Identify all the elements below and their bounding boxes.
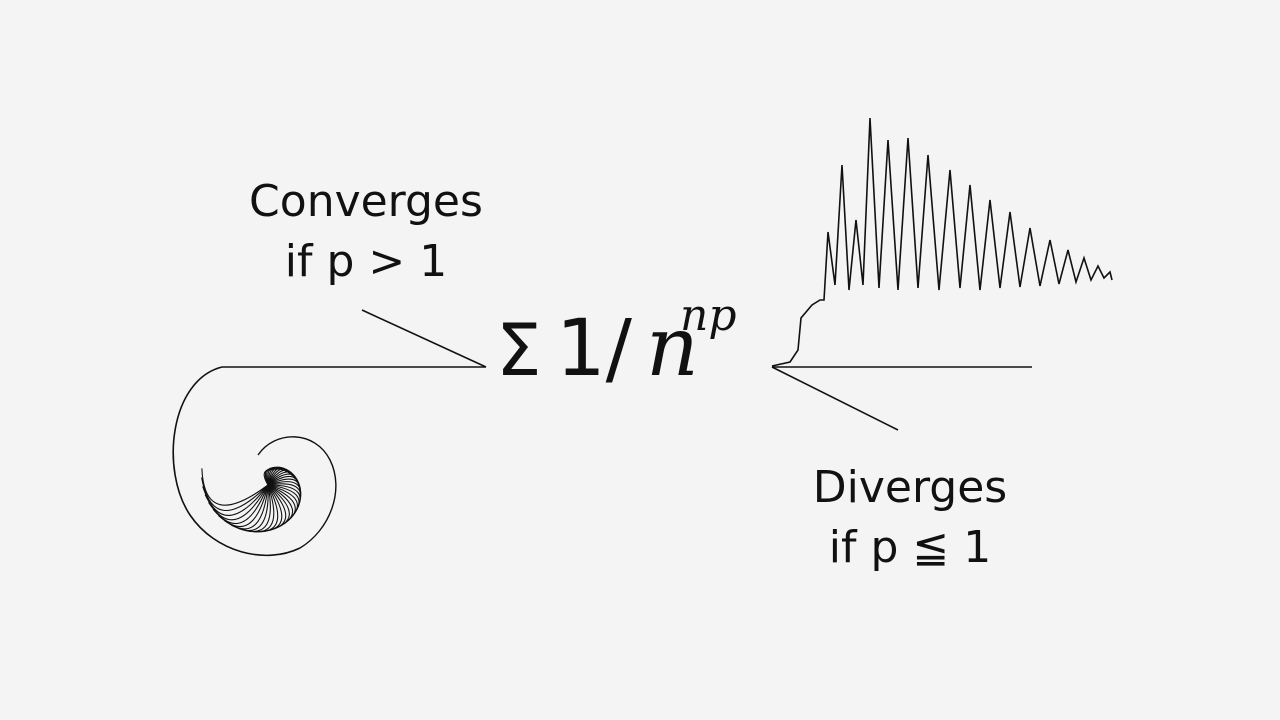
spiral-arc — [201, 468, 269, 506]
converges-label: Converges — [249, 176, 483, 227]
diverges-pointer-line — [771, 366, 899, 431]
formula-sigma: Σ — [496, 308, 542, 392]
spiral-arc — [267, 467, 294, 486]
diverges-caption: Diverges if p ≦ 1 — [760, 458, 1060, 578]
oscillating-wave-icon — [771, 117, 1113, 367]
formula-exponent: np — [680, 290, 737, 341]
converges-pointer-line — [361, 309, 487, 368]
formula-variable: n — [646, 300, 699, 395]
spiral-icon — [201, 436, 337, 549]
spiral-arc — [201, 477, 269, 512]
spiral-outer-arc — [257, 436, 337, 549]
diverges-condition: if p ≦ 1 — [828, 522, 992, 573]
converges-condition: if p > 1 — [284, 236, 448, 287]
formula-base: 1/ — [556, 304, 632, 394]
converges-caption: Converges if p > 1 — [216, 172, 516, 292]
spiral-lead-in-curve — [172, 366, 301, 557]
diverges-label: Diverges — [812, 462, 1008, 513]
series-formula: Σ 1/ n np — [496, 290, 766, 410]
